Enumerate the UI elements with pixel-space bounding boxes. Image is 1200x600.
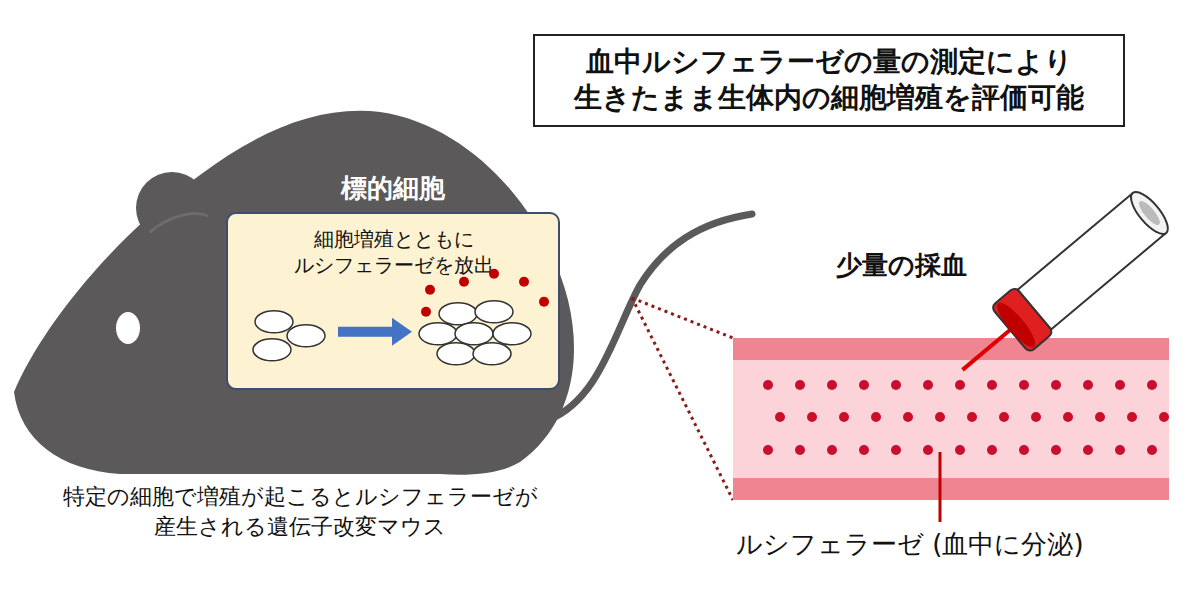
luciferase-dot (903, 412, 913, 422)
luciferase-dot (891, 380, 901, 390)
luciferase-dot (923, 380, 933, 390)
vessel-wall (733, 478, 1169, 500)
luciferase-dot (795, 445, 805, 455)
needle (963, 330, 1010, 370)
mouse-ear (136, 172, 208, 244)
target-cell-box: 標的細胞細胞増殖とともに ルシフェラーゼを放出 (226, 172, 560, 390)
luciferase-dot (1147, 380, 1157, 390)
mouse-caption: 特定の細胞で増殖が起こるとルシフェラーゼが 産生される遺伝子改変マウス (40, 482, 560, 541)
luciferase-dot (871, 412, 881, 422)
luciferase-dot (859, 380, 869, 390)
luciferase-dot (987, 445, 997, 455)
luciferase-dot (1127, 412, 1137, 422)
luciferase-dots (763, 380, 1169, 455)
luciferase-dot (1115, 380, 1125, 390)
syringe-barrel (1018, 193, 1166, 329)
luciferase-dot (1019, 445, 1029, 455)
blood-vessel (733, 338, 1169, 500)
node-text: 血中ルシフェラーゼの量の測定により 生きたまま生体内の細胞増殖を評価可能 (549, 44, 1109, 117)
node-heading: 標的細胞 (226, 172, 560, 206)
luciferase-dot (763, 380, 773, 390)
luciferase-dot (839, 412, 849, 422)
zoom-line (632, 298, 733, 500)
luciferase-dot (1031, 412, 1041, 422)
luciferase-label: ルシフェラーゼ (血中に分泌) (736, 527, 1186, 562)
sampling-label: 少量の採血 (836, 248, 1036, 283)
luciferase-dot (967, 412, 977, 422)
luciferase-dot (891, 445, 901, 455)
luciferase-dot (987, 380, 997, 390)
cell-panel: 細胞増殖とともに ルシフェラーゼを放出 (226, 212, 560, 390)
luciferase-dot (935, 412, 945, 422)
node-text: 細胞増殖とともに ルシフェラーゼを放出 (244, 226, 544, 278)
syringe (943, 184, 1176, 393)
luciferase-dot (827, 445, 837, 455)
luciferase-dot (1063, 412, 1073, 422)
mouse-eye (116, 312, 140, 344)
luciferase-dot (999, 412, 1009, 422)
luciferase-dot (1159, 412, 1169, 422)
luciferase-dot (859, 445, 869, 455)
luciferase-dot (1083, 445, 1093, 455)
luciferase-dot (955, 380, 965, 390)
luciferase-dot (1115, 445, 1125, 455)
luciferase-dot (1051, 380, 1061, 390)
mouse-body (14, 111, 574, 475)
luciferase-dot (827, 380, 837, 390)
cell-area (244, 278, 542, 388)
luciferase-dot (1095, 412, 1105, 422)
luciferase-dot (763, 445, 773, 455)
ear-edge (150, 214, 208, 232)
zoom-line (632, 298, 733, 338)
luciferase-dot (923, 445, 933, 455)
luciferase-dot (1051, 445, 1061, 455)
vessel-wall (733, 338, 1169, 360)
luciferase-dot (1019, 380, 1029, 390)
barrel-end (1125, 187, 1174, 240)
luciferase-dot (955, 445, 965, 455)
luciferase-dot (1083, 380, 1093, 390)
luciferase-dot (795, 380, 805, 390)
leader-line (939, 452, 942, 522)
summary-box: 血中ルシフェラーゼの量の測定により 生きたまま生体内の細胞増殖を評価可能 (533, 34, 1125, 127)
mouse-tail (548, 214, 752, 420)
luciferase-dot (1147, 445, 1157, 455)
luciferase-dot (775, 412, 785, 422)
barrel-hole (1136, 198, 1163, 227)
luciferase-dot (807, 412, 817, 422)
